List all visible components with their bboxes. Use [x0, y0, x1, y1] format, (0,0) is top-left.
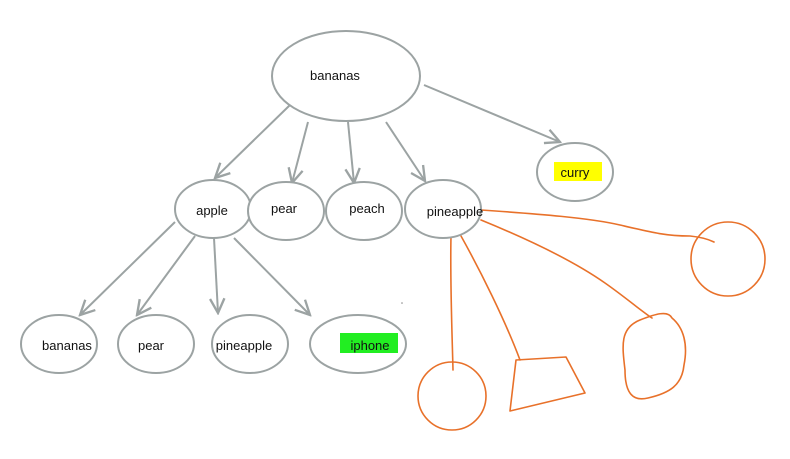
edge-root-peach — [348, 121, 354, 183]
sketch-trapezoid — [509, 356, 586, 412]
node-apple[interactable]: apple — [174, 179, 252, 239]
highlight-yellow — [554, 162, 602, 181]
node-pineapple-label: pineapple — [427, 204, 483, 219]
node-apple-label: apple — [196, 203, 228, 218]
sketch-bottom-circle — [417, 361, 487, 431]
edge-root-curry — [423, 84, 560, 142]
edge-root-pineapple — [385, 121, 425, 181]
node-curry-label: curry — [561, 165, 590, 180]
node-curry[interactable]: curry — [536, 142, 614, 202]
node-bananas-child-label: bananas — [42, 338, 92, 353]
node-peach[interactable]: peach — [325, 181, 403, 241]
sketch-line-to-bottom-circle — [449, 235, 454, 371]
sketch-right-circle — [690, 221, 766, 297]
node-pear[interactable]: pear — [247, 181, 325, 241]
node-iphone[interactable]: iphone — [309, 314, 407, 374]
node-pineapple-child-label: pineapple — [216, 338, 272, 353]
edge-apple-pineapple — [214, 237, 218, 313]
edge-apple-pear — [137, 235, 196, 315]
node-pineapple-child[interactable]: pineapple — [211, 314, 289, 374]
apple-edges — [80, 221, 310, 315]
node-pear-child-label: pear — [138, 338, 165, 353]
node-bananas-child[interactable]: bananas — [20, 314, 98, 374]
node-peach-label: peach — [349, 201, 384, 216]
sketch-blob — [622, 312, 687, 400]
node-pineapple[interactable]: pineapple — [404, 179, 483, 239]
sketch-line-to-trapezoid — [460, 235, 521, 361]
edge-root-pear — [292, 121, 309, 183]
node-root[interactable]: bananas — [271, 30, 421, 122]
edge-apple-iphone — [233, 237, 310, 315]
highlight-green — [340, 333, 398, 353]
root-edges — [215, 84, 560, 183]
node-pear-label: pear — [271, 201, 298, 216]
sketch-annotations — [417, 209, 766, 431]
edge-apple-bananas — [80, 221, 176, 315]
node-root-label: bananas — [310, 68, 360, 83]
node-pear-child[interactable]: pear — [117, 314, 195, 374]
sketch-line-to-blob — [480, 219, 653, 319]
edge-root-apple — [215, 104, 291, 178]
node-iphone-label: iphone — [350, 338, 389, 353]
stray-dot — [401, 302, 403, 304]
sketch-line-to-right-circle — [480, 209, 715, 243]
